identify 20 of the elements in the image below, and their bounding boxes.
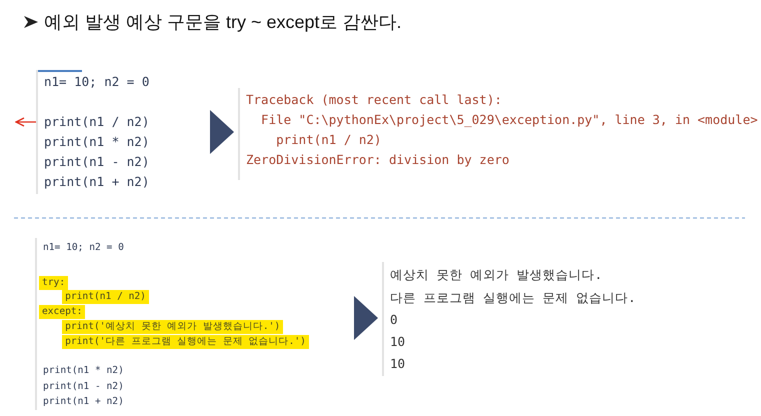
code-line: print(n1 - n2) [44,154,150,170]
code-line: print(n1 - n2) [43,380,124,393]
title: 예외 발생 예상 구문을 try ~ except로 감싼다. [44,11,402,34]
output-line: 0 [390,312,398,328]
code-line: print(n1 + n2) [44,174,150,190]
traceback-line: ZeroDivisionError: division by zero [246,152,510,168]
output-line: 예상치 못한 예외가 발생했습니다. [390,266,602,282]
output-line: 10 [390,356,406,372]
code-line: print(n1 * n2) [44,134,150,150]
code-line: print(n1 * n2) [43,364,124,377]
traceback-line: print(n1 / n2) [276,132,382,148]
arrow [15,117,36,127]
code-line: n1= 10; n2 = 0 [44,74,150,90]
output-line: 다른 프로그램 실행에는 문제 없습니다. [390,290,636,306]
code-line: print(n1 + n2) [43,396,124,408]
traceback-line: File "C:\pythonEx\project\5_029\exception.py", line 3, in <module> [261,112,758,128]
traceback-line: Traceback (most recent call last): [246,92,502,108]
output-line: 10 [390,334,406,350]
code-line: n1= 10; n2 = 0 [43,242,124,254]
code-line: print(n1 / n2) [44,114,150,130]
